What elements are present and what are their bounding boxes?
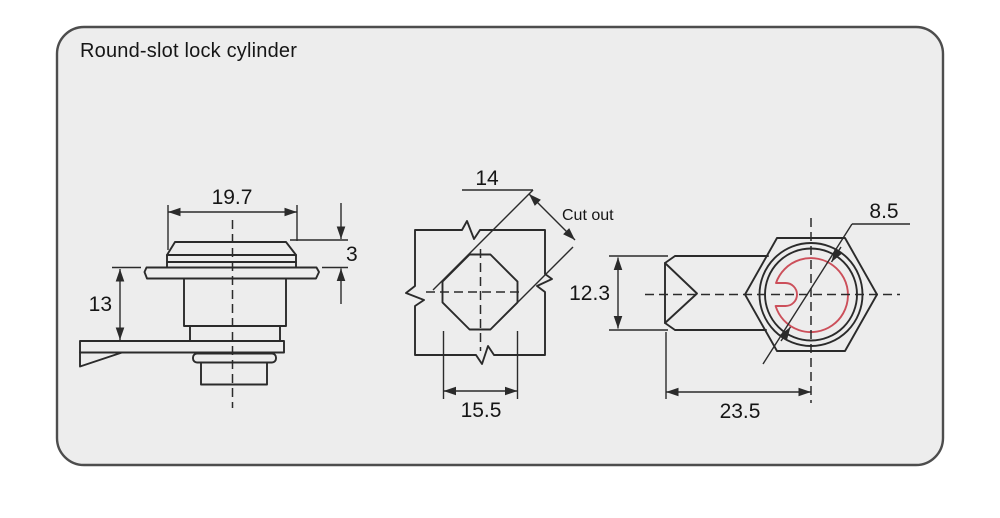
panel-background [55,25,945,467]
dim-body-height: 13 [89,293,112,316]
ext-line-diagonal [497,246,574,323]
cam-tip-wedge [79,351,123,368]
dim-cap-height: 3 [346,243,358,266]
dim-arrow [779,326,792,342]
ext-line-diagonal [432,189,534,291]
dim-arrow [830,246,842,263]
dim-slot-diameter: 8.5 [869,200,898,223]
dim-height: 12.3 [569,282,610,305]
flange-outline [143,266,320,280]
panel-square [405,220,553,365]
chamfer-cone [664,262,698,324]
side-view: 19.7 3 13 [79,186,358,408]
cutout-label: Cut out [562,207,614,224]
page-title: Round-slot lock cylinder [80,40,297,62]
cutout-octagon [441,253,519,331]
nut [200,361,268,386]
dim-length: 23.5 [720,400,761,423]
cutout-view: 14 Cut out 15.5 [405,167,614,422]
cam-lever [79,340,285,354]
round-slot-plug [774,257,849,333]
dim-cap-width: 19.7 [212,186,253,209]
dim-line-diagonal [528,193,576,241]
dim-width: 15.5 [461,399,502,422]
face-view: 8.5 12.3 23.5 [569,200,910,423]
body-side-outline [664,255,769,331]
body-outline [183,277,287,327]
dim-line-slot [762,223,853,365]
dim-diagonal: 14 [475,167,499,190]
